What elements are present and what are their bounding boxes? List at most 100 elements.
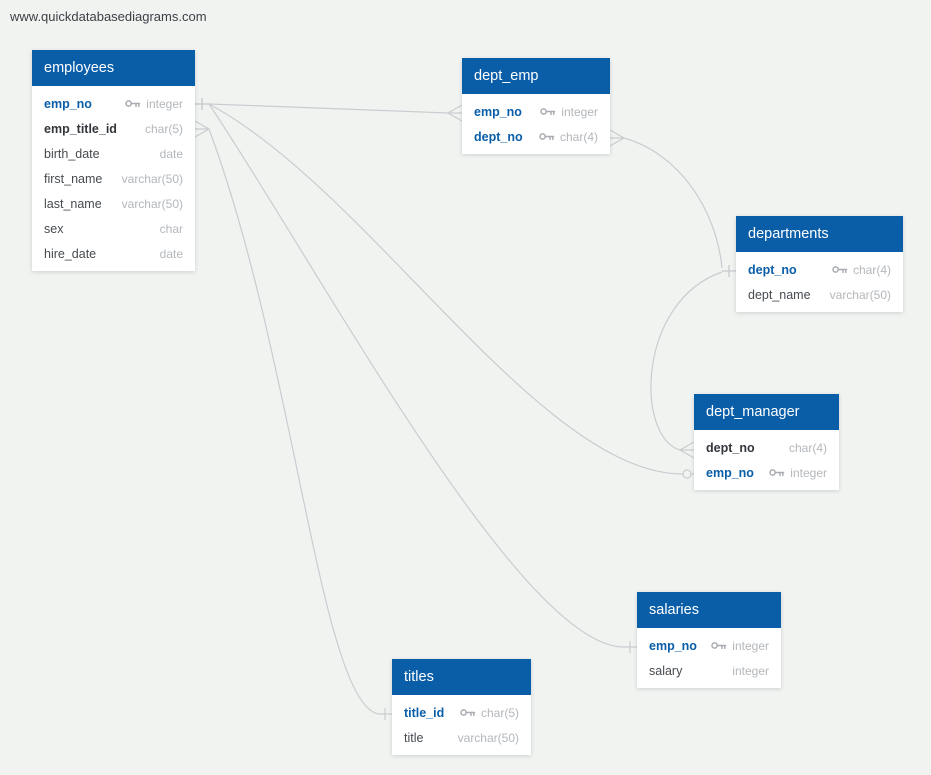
field-type-wrap: char(5) xyxy=(460,706,519,720)
cardinality-zero-marker xyxy=(682,469,692,479)
field-type: integer xyxy=(790,465,827,480)
field-type: varchar(50) xyxy=(829,287,891,302)
field-row-dept_emp-dept_no: dept_no char(4) xyxy=(462,124,610,149)
table-header-dept_manager[interactable]: dept_manager xyxy=(694,394,839,430)
relationship-dept_emp-dept_no-to-departments-dept_no[interactable] xyxy=(623,137,723,269)
field-type-wrap: integer xyxy=(125,97,183,111)
field-type-wrap: varchar(50) xyxy=(122,172,183,186)
cardinality-many-marker xyxy=(194,128,210,138)
relationship-employees-emp_no-to-dept_manager-emp_no[interactable] xyxy=(208,103,684,475)
field-name: last_name xyxy=(44,196,102,211)
field-name: emp_no xyxy=(649,638,697,653)
field-name: emp_no xyxy=(44,96,92,111)
field-row-dept_manager-emp_no: emp_no integer xyxy=(694,460,839,485)
field-type: char(5) xyxy=(144,121,183,136)
field-type: char xyxy=(159,221,183,236)
field-name: emp_no xyxy=(706,465,754,480)
field-name: hire_date xyxy=(44,246,97,261)
table-header-employees[interactable]: employees xyxy=(32,50,195,86)
field-name: dept_name xyxy=(748,287,811,302)
field-row-employees-last_name: last_name varchar(50) xyxy=(32,191,195,216)
field-row-salaries-salary: salary integer xyxy=(637,658,781,683)
key-icon xyxy=(539,133,555,141)
field-name: sex xyxy=(44,221,64,236)
key-icon xyxy=(125,100,141,108)
table-body: dept_no char(4) emp_no integer xyxy=(694,430,839,490)
table-body: emp_no integer dept_no char(4) xyxy=(462,94,610,154)
field-row-employees-birth_date: birth_date date xyxy=(32,141,195,166)
table-body: emp_no integer emp_title_id char(5) birth_da… xyxy=(32,86,195,271)
table-header-dept_emp[interactable]: dept_emp xyxy=(462,58,610,94)
field-name: emp_no xyxy=(474,104,522,119)
field-type-wrap: char(4) xyxy=(832,263,891,277)
cardinality-many-marker xyxy=(194,120,210,130)
site-label: www.quickdatabasediagrams.com xyxy=(10,9,207,24)
field-type-wrap: char(4) xyxy=(539,130,598,144)
table-title: dept_manager xyxy=(706,404,800,420)
field-name: salary xyxy=(649,663,683,678)
field-name: dept_no xyxy=(748,262,797,277)
table-departments[interactable]: departments dept_no char(4) dept_name varcha… xyxy=(736,216,903,312)
table-header-departments[interactable]: departments xyxy=(736,216,903,252)
field-row-employees-hire_date: hire_date date xyxy=(32,241,195,266)
field-type: char(4) xyxy=(852,262,891,277)
cardinality-many-marker xyxy=(609,129,625,139)
relationship-employees-emp_no-to-dept_emp-emp_no[interactable] xyxy=(208,103,449,114)
field-row-employees-emp_no: emp_no integer xyxy=(32,91,195,116)
table-title: employees xyxy=(44,60,115,76)
field-type: date xyxy=(159,146,183,161)
relationship-employees-emp_title_id-to-titles-title_id[interactable] xyxy=(208,128,379,715)
field-type: char(4) xyxy=(559,129,598,144)
cardinality-many-marker xyxy=(447,112,463,122)
field-name: birth_date xyxy=(44,146,100,161)
field-row-employees-first_name: first_name varchar(50) xyxy=(32,166,195,191)
field-name: title xyxy=(404,730,424,745)
field-type: char(4) xyxy=(788,440,827,455)
field-type-wrap: date xyxy=(160,247,183,261)
field-type-wrap: integer xyxy=(732,664,769,678)
field-type: integer xyxy=(561,104,598,119)
table-dept_manager[interactable]: dept_manager dept_no char(4) emp_no integer xyxy=(694,394,839,490)
field-row-dept_manager-dept_no: dept_no char(4) xyxy=(694,435,839,460)
table-title: salaries xyxy=(649,602,699,618)
table-header-salaries[interactable]: salaries xyxy=(637,592,781,628)
table-dept_emp[interactable]: dept_emp emp_no integer dept_no char(4) xyxy=(462,58,610,154)
field-name: dept_no xyxy=(474,129,523,144)
field-type-wrap: varchar(50) xyxy=(458,731,519,745)
field-name: emp_title_id xyxy=(44,121,117,136)
relationship-employees-emp_no-to-salaries-emp_no[interactable] xyxy=(208,103,624,648)
key-icon xyxy=(711,642,727,650)
field-name: first_name xyxy=(44,171,103,186)
key-icon xyxy=(460,709,476,717)
table-title: dept_emp xyxy=(474,68,539,84)
field-type: date xyxy=(159,246,183,261)
field-type-wrap: char(4) xyxy=(789,441,827,455)
field-type-wrap: integer xyxy=(769,466,827,480)
relationship-dept_manager-dept_no-to-departments-dept_no[interactable] xyxy=(650,271,723,451)
field-type: integer xyxy=(146,96,183,111)
field-row-salaries-emp_no: emp_no integer xyxy=(637,633,781,658)
field-row-departments-dept_name: dept_name varchar(50) xyxy=(736,282,903,307)
field-type: varchar(50) xyxy=(121,196,183,211)
cardinality-many-marker xyxy=(679,441,695,451)
field-row-employees-emp_title_id: emp_title_id char(5) xyxy=(32,116,195,141)
field-name: dept_no xyxy=(706,440,755,455)
cardinality-many-marker xyxy=(679,449,695,459)
field-row-departments-dept_no: dept_no char(4) xyxy=(736,257,903,282)
cardinality-many-marker xyxy=(447,104,463,114)
field-type: integer xyxy=(732,638,769,653)
table-header-titles[interactable]: titles xyxy=(392,659,531,695)
key-icon xyxy=(769,469,785,477)
field-type-wrap: char(5) xyxy=(145,122,183,136)
table-title: titles xyxy=(404,669,434,685)
table-employees[interactable]: employees emp_no integer emp_title_id char(5… xyxy=(32,50,195,271)
field-type-wrap: char xyxy=(160,222,183,236)
table-title: departments xyxy=(748,226,829,242)
field-type-wrap: integer xyxy=(540,105,598,119)
